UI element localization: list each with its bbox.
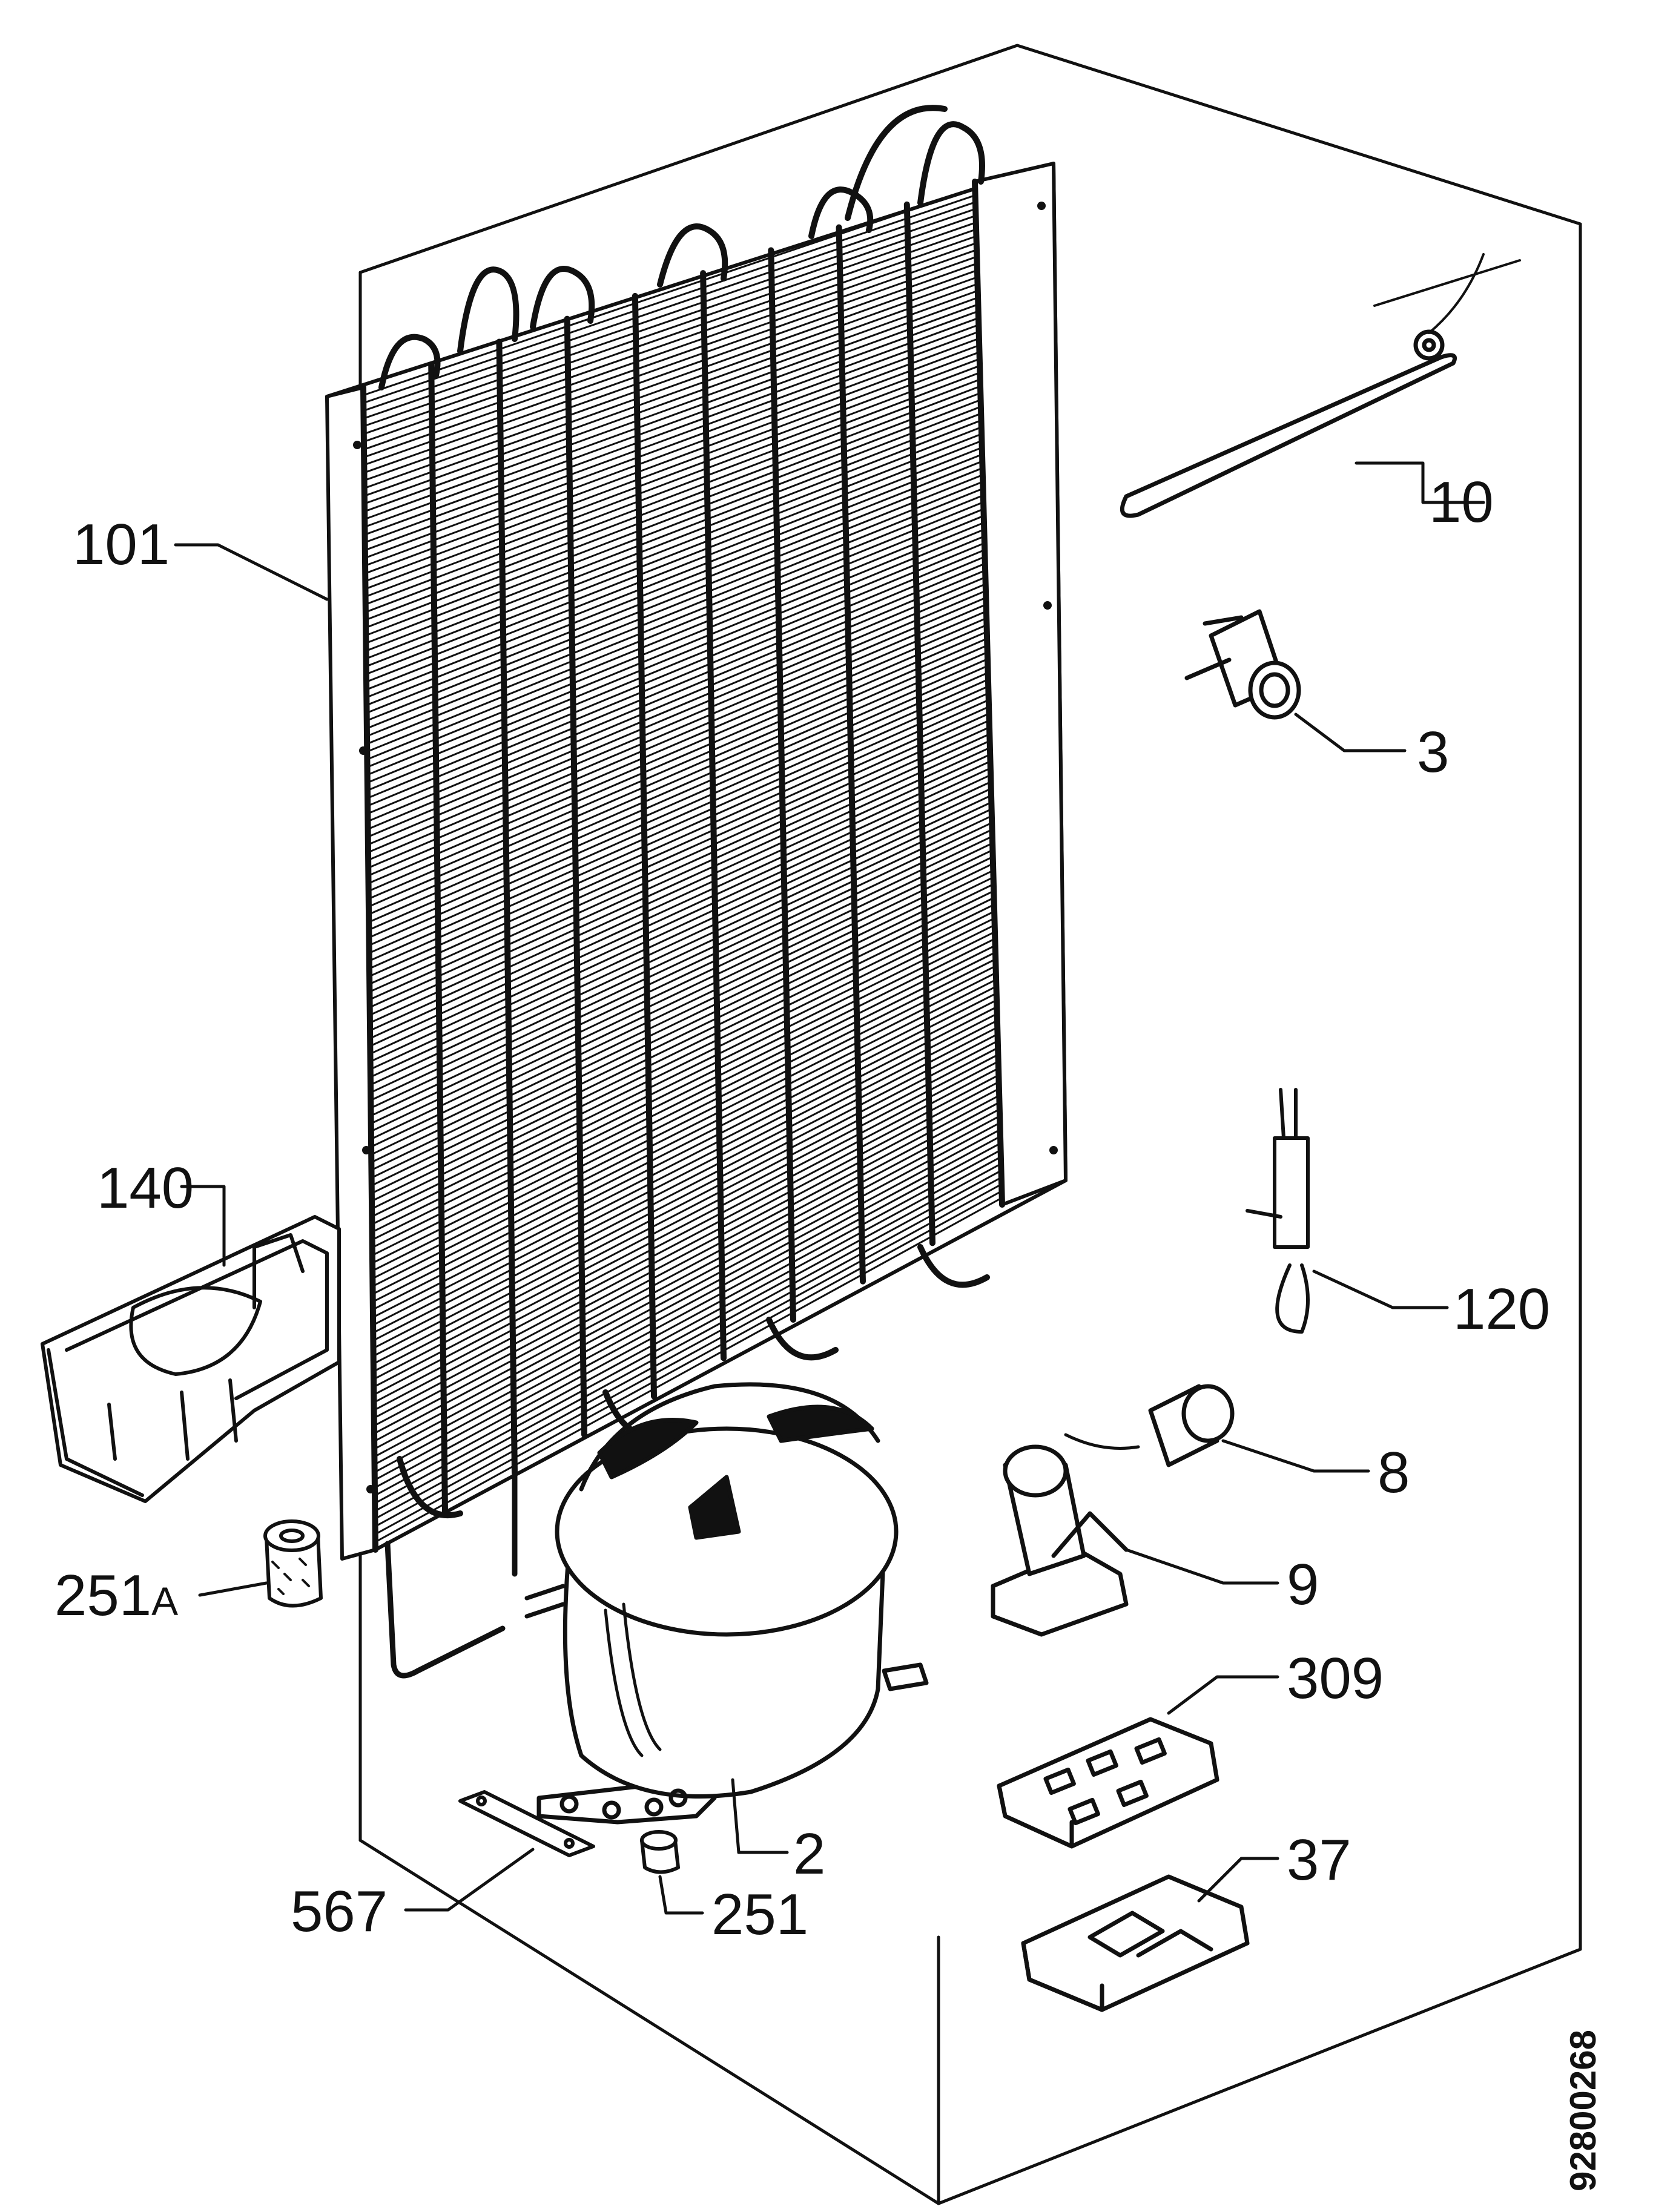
callout-3: 3 — [1417, 720, 1449, 785]
callout-101: 101 — [73, 512, 170, 577]
thermostat-probe-120 — [1246, 1088, 1310, 1334]
drawing-number: 92800268 — [1563, 2030, 1603, 2191]
callout-140: 140 — [97, 1156, 194, 1220]
callout-309: 309 — [1287, 1646, 1384, 1711]
terminal-cover-309 — [997, 1717, 1219, 1849]
evaporator-tray — [41, 1215, 341, 1503]
callout-8: 8 — [1378, 1440, 1410, 1505]
thermostat-sensor-10 — [1120, 253, 1521, 518]
callout-9: 9 — [1287, 1552, 1319, 1617]
starter-relay-9 — [991, 1444, 1129, 1637]
condenser — [325, 105, 1067, 1561]
overload-protector-8 — [1064, 1384, 1235, 1467]
callout-567: 567 — [291, 1879, 388, 1944]
start-capacitor-3 — [1184, 609, 1301, 720]
callout-labels: 101 10 3 140 120 8 9 251A 309 2 37 567 2… — [54, 470, 1550, 1947]
compressor — [524, 1382, 929, 1825]
condenser-tube-loops — [378, 105, 990, 1519]
leader-lines — [174, 461, 1485, 1915]
callout-10: 10 — [1429, 470, 1494, 535]
terminal-box-37 — [1021, 1874, 1250, 2012]
condenser-mount-holes — [353, 202, 1058, 1493]
condenser-tubes — [360, 179, 1005, 1553]
callout-120: 120 — [1453, 1277, 1550, 1341]
drain-tube — [384, 1450, 518, 1679]
callout-37: 37 — [1287, 1828, 1351, 1892]
condenser-fins — [362, 187, 1003, 1543]
mounting-plate-567 — [458, 1790, 595, 1857]
callout-251a: 251A — [54, 1563, 178, 1628]
callout-251: 251 — [711, 1882, 808, 1947]
grommet-251a — [263, 1519, 323, 1608]
grommet-251 — [640, 1830, 680, 1874]
callout-2: 2 — [793, 1822, 825, 1886]
